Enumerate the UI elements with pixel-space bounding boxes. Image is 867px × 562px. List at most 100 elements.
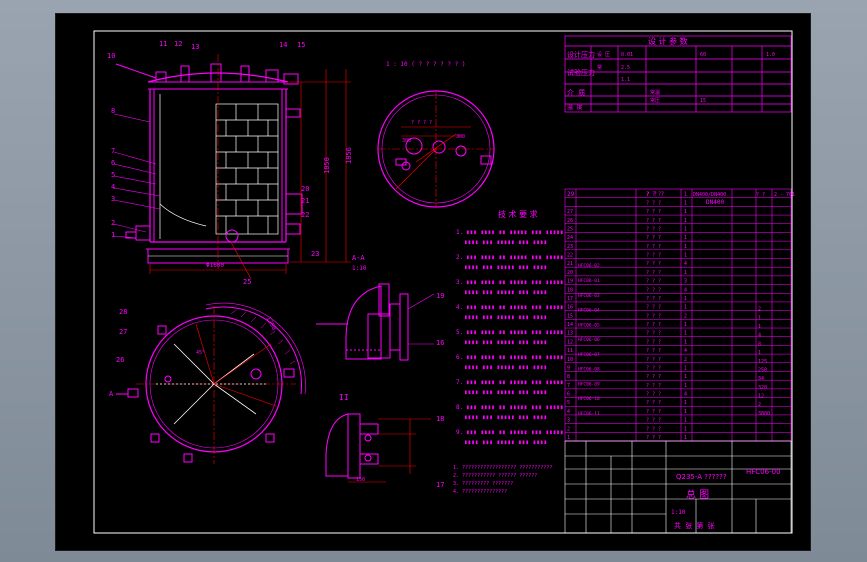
parts-row-name: ? ? ? bbox=[646, 331, 661, 337]
parts-row-number: 27 bbox=[567, 209, 573, 215]
notes-block: 1. ?????????????????? ???????????2. ????… bbox=[453, 465, 552, 495]
parts-row-qty: 1 bbox=[684, 435, 687, 441]
plan-view-caption: 1 : 10 ( ? ? ? ? ? ? ) bbox=[386, 61, 465, 68]
tech-req-body: ▮▮▮ ▮▮▮▮ ▮▮ ▮▮▮▮▮ ▮▮▮ ▮▮▮▮▮ bbox=[466, 279, 564, 286]
callout-5: 5 bbox=[111, 171, 115, 179]
tech-req-body: ▮▮▮▮ ▮▮▮ ▮▮▮▮▮ ▮▮▮ ▮▮▮▮ bbox=[464, 439, 547, 446]
parts-row-number: 4 bbox=[567, 409, 570, 415]
parts-row-name: ? ? ? bbox=[646, 244, 661, 250]
parts-row-weight: 1 bbox=[758, 350, 761, 356]
parts-row-name: ? ? ? bbox=[646, 374, 661, 380]
parts-row-qty: 4 bbox=[684, 348, 687, 354]
parts-row-number: 1 bbox=[567, 435, 570, 441]
parts-row-name: ? ? ? bbox=[646, 296, 661, 302]
parts-h-2: DN400/DN400 bbox=[693, 192, 726, 198]
parts-row-qty: 1 bbox=[684, 339, 687, 345]
parts-row-drawing-code: HFC06-09 bbox=[578, 381, 600, 387]
parts-row-number: 26 bbox=[567, 218, 573, 224]
parts-row-weight: 2 bbox=[758, 307, 761, 313]
parts-row-name: ? ? ? bbox=[646, 383, 661, 389]
parts-row-number: 11 bbox=[567, 348, 573, 354]
tech-req-item: 9. bbox=[456, 429, 463, 436]
row-temperature: 温 度 bbox=[567, 103, 583, 111]
parts-row-drawing-code: HFC06-10 bbox=[578, 396, 600, 402]
tech-req-body: ▮▮▮▮ ▮▮▮ ▮▮▮▮▮ ▮▮▮ ▮▮▮▮ bbox=[464, 264, 547, 271]
dt-cell-2: 2.5 bbox=[621, 65, 630, 71]
design-params-text: 设 计 参 数 设计压力 试验压力 介 质 温 度 设 压 0.01 2.5 常… bbox=[567, 36, 775, 111]
parts-row-name: ? ? ? bbox=[646, 235, 661, 241]
callout-18: 18 bbox=[436, 415, 444, 423]
parts-row-drawing-code: HFC06-02 bbox=[578, 263, 600, 269]
callout-28: 28 bbox=[119, 308, 127, 316]
parts-row-qty: 1 bbox=[684, 226, 687, 232]
parts-row-name: ? ? ? bbox=[646, 313, 661, 319]
parts-h-4: 2 - 701 bbox=[774, 192, 795, 198]
callout-22: 22 bbox=[301, 211, 309, 219]
parts-row-qty: 1 bbox=[684, 331, 687, 337]
callout-8: 8 bbox=[111, 107, 115, 115]
callout-1: 1 bbox=[111, 231, 115, 239]
view-a-marker: A bbox=[109, 390, 114, 398]
parts-h-0: 29 bbox=[567, 191, 575, 198]
parts-row-weight: 12 bbox=[758, 394, 764, 400]
tech-req-item: 7. bbox=[456, 379, 463, 386]
callout-7: 7 bbox=[111, 147, 115, 155]
parts-row-drawing-code: HFC06-01 bbox=[578, 278, 600, 284]
tb-material: Q235-A ?????? bbox=[676, 473, 727, 481]
parts-row-name: ? ? ? bbox=[646, 209, 661, 215]
row-test-pressure: 试验压力 bbox=[567, 68, 595, 77]
parts-row-drawing-code: HFC06-08 bbox=[578, 367, 600, 373]
row-design-pressure: 设计压力 bbox=[567, 50, 595, 59]
parts-row-number: 25 bbox=[567, 226, 573, 232]
tech-req-body: ▮▮▮ ▮▮▮▮ ▮▮ ▮▮▮▮▮ ▮▮▮ ▮▮▮▮▮ bbox=[466, 429, 564, 436]
tb-scale: 1:10 bbox=[671, 509, 686, 516]
parts-row-number: 6 bbox=[567, 392, 570, 398]
callout-15: 15 bbox=[297, 41, 305, 49]
note-line: 1. ?????????????????? ??????????? bbox=[453, 465, 552, 471]
parts-row-number: 17 bbox=[567, 296, 573, 302]
dt-cell-6: 常压 bbox=[650, 97, 660, 104]
parts-h-3: ? ? bbox=[756, 192, 765, 198]
callout-23: 23 bbox=[311, 250, 319, 258]
callout-16: 16 bbox=[436, 339, 444, 347]
parts-row-qty: 1 bbox=[684, 418, 687, 424]
parts-row-qty: 1 bbox=[684, 192, 687, 198]
callout-19: 19 bbox=[436, 292, 444, 300]
parts-row-qty: 1 bbox=[684, 322, 687, 328]
parts-row-number: 21 bbox=[567, 261, 573, 267]
dim-arc: 1250 bbox=[264, 316, 277, 332]
parts-row2-size: DN400 bbox=[706, 199, 724, 206]
parts-row-number: 19 bbox=[567, 279, 573, 285]
parts-row-drawing-code: HFC06-03 bbox=[578, 293, 600, 299]
parts-row-number: 3 bbox=[567, 418, 570, 424]
callout-12: 12 bbox=[174, 40, 182, 48]
parts-row-name: ? ? ? bbox=[646, 218, 661, 224]
parts-row-number: 15 bbox=[567, 313, 573, 319]
parts-row-name: ? ? ? bbox=[646, 287, 661, 293]
parts-row-name: ? ? ? bbox=[646, 409, 661, 415]
parts-row-number: 23 bbox=[567, 244, 573, 250]
cad-drawing: 10 11 12 13 14 15 8 7 6 5 4 3 2 1 20 21 … bbox=[93, 30, 795, 534]
note-line: 4. ??????????????? bbox=[453, 489, 507, 495]
callout-20: 20 bbox=[301, 185, 309, 193]
top-plan-view: 1 : 10 ( ? ? ? ? ? ? ) ? ? ? ? 3 bbox=[377, 61, 495, 208]
parts-row-qty: 4 bbox=[684, 261, 687, 267]
parts-row-name: ? ? ? bbox=[646, 270, 661, 276]
svg-text:? ? ? ?: ? ? ? ? bbox=[411, 120, 432, 126]
parts-row-qty: 4 bbox=[684, 392, 687, 398]
tech-req-body: ▮▮▮▮ ▮▮▮ ▮▮▮▮▮ ▮▮▮ ▮▮▮▮ bbox=[464, 289, 547, 296]
parts-row-name: ? ? ? bbox=[646, 261, 661, 267]
parts-row-name: ? ? ? bbox=[646, 400, 661, 406]
parts-row-number: 8 bbox=[567, 374, 570, 380]
parts-row-drawing-code: HFC06-06 bbox=[578, 337, 600, 343]
parts-row-weight: 125 bbox=[758, 359, 767, 365]
callout-25: 25 bbox=[243, 278, 251, 286]
parts-row-drawing-code: HFC06-11 bbox=[578, 411, 600, 417]
tech-req-body: ▮▮▮ ▮▮▮▮ ▮▮ ▮▮▮▮▮ ▮▮▮ ▮▮▮▮▮ bbox=[466, 404, 564, 411]
callout-26: 26 bbox=[116, 356, 124, 364]
parts-row-qty: 1 bbox=[684, 209, 687, 215]
dt-cell-4: 1.1 bbox=[621, 77, 630, 83]
tb-drawing-code: HFC06-00 bbox=[746, 468, 781, 476]
parts-row-weight: 3800 bbox=[758, 411, 770, 417]
